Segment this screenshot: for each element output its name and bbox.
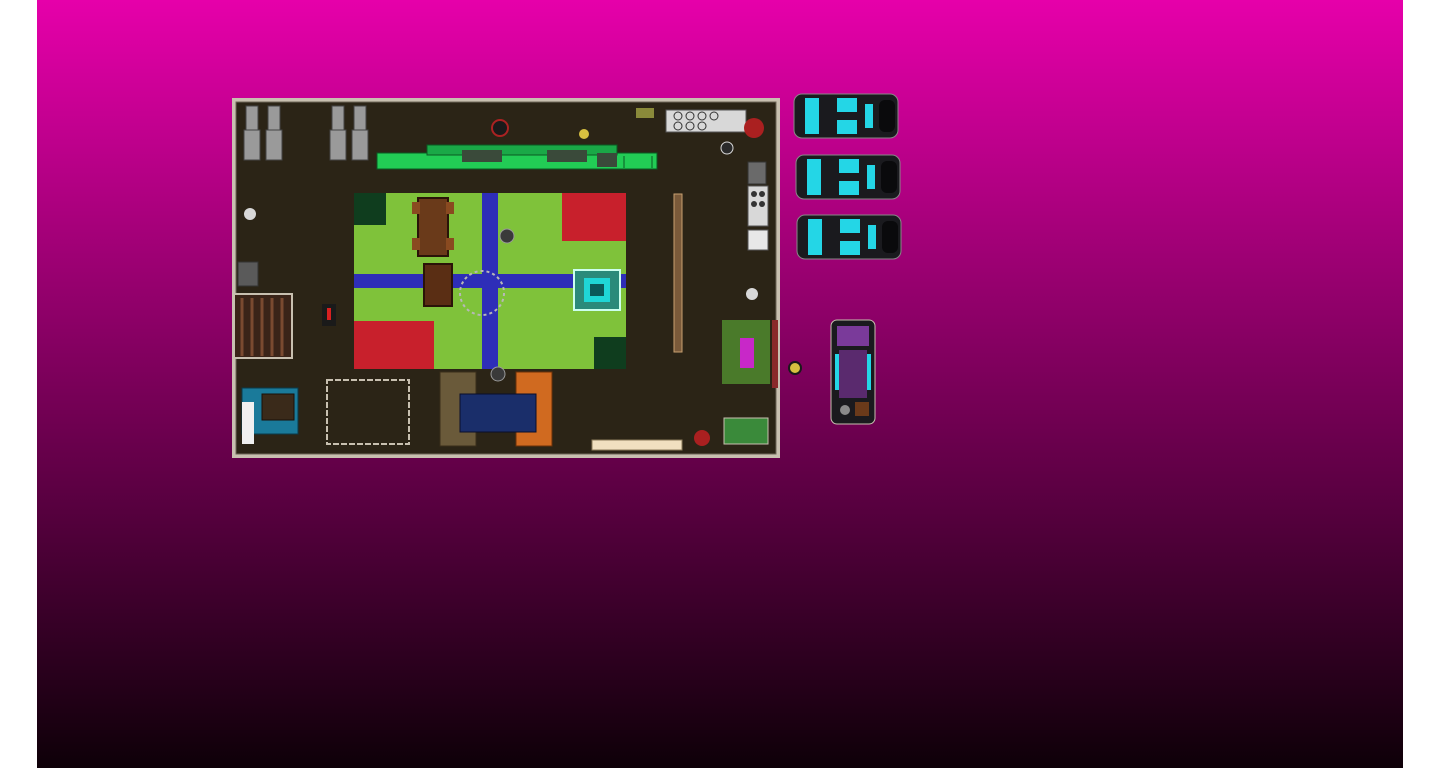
enemy-thug: [499, 228, 515, 244]
hostage: [242, 402, 254, 444]
parked-car-3[interactable]: [796, 214, 902, 260]
lounge-chairs: [243, 105, 369, 161]
parked-car-2[interactable]: [795, 154, 901, 200]
wall-shelf: [673, 193, 683, 353]
outer-wall: [232, 98, 780, 458]
dead-body: [694, 430, 710, 446]
parked-car-1[interactable]: [793, 93, 899, 139]
cabinet: [237, 261, 259, 287]
counter-bottom: [591, 439, 683, 451]
fence-area: [326, 379, 410, 445]
enemy-thug: [490, 366, 506, 382]
fountain: [573, 269, 621, 311]
enemy-thug: [720, 141, 734, 155]
building-floorplan: [232, 98, 780, 458]
characters: [242, 118, 764, 446]
enemy-thug: [746, 288, 758, 300]
parking-area: [788, 93, 902, 425]
enemy-thug: [744, 118, 764, 138]
bar-counter: [376, 144, 658, 170]
door-mat: [722, 320, 770, 384]
beds: [439, 371, 553, 447]
enemy-thug: [244, 208, 256, 220]
enemy-thug: [579, 129, 589, 139]
player-character: [322, 304, 336, 326]
enemy-thug: [491, 119, 509, 137]
dining-table: [412, 197, 454, 307]
purple-van[interactable]: [830, 319, 876, 425]
right-door: [772, 320, 778, 388]
game-viewport[interactable]: [37, 0, 1403, 768]
plant-bed: [723, 417, 769, 445]
staircase: [233, 293, 293, 359]
kitchen: [636, 108, 769, 251]
